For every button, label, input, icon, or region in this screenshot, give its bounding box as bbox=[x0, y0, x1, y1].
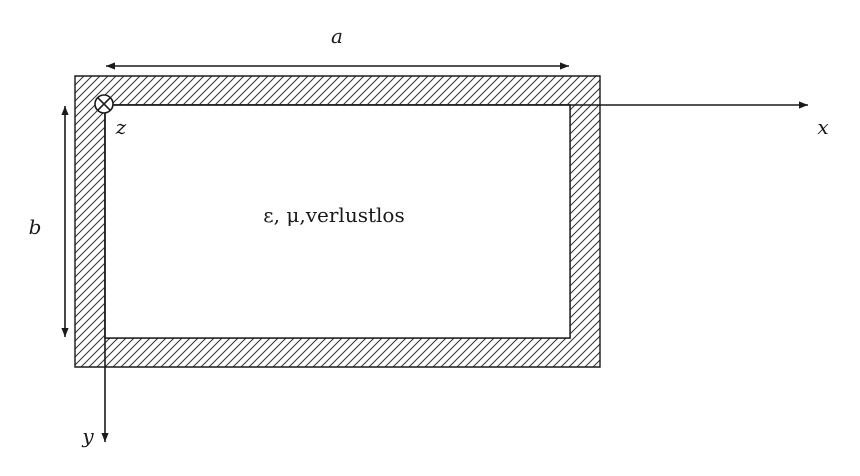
label-y: y bbox=[81, 424, 94, 448]
label-medium: ε, μ,verlustlos bbox=[263, 203, 404, 227]
label-x: x bbox=[817, 115, 828, 139]
circled-cross-icon bbox=[94, 94, 114, 114]
label-a: a bbox=[331, 24, 343, 48]
label-b: b bbox=[29, 215, 42, 239]
label-z: z bbox=[115, 115, 127, 139]
